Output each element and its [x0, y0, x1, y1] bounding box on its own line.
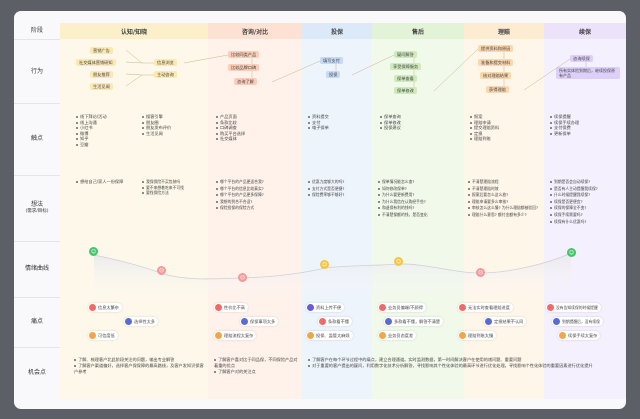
pain-point: 理赔流程太复杂 [214, 331, 257, 340]
action-node: 比较同类产品 [228, 51, 260, 58]
action-node: 社交媒体营销研知 [76, 59, 116, 66]
pain-point: 理赔到账太慢 [458, 331, 497, 340]
action-node: 朋友推荐 [90, 71, 113, 78]
action-node: 填写支付 [320, 57, 343, 64]
touchpoint-list: 续保提醒 续保手续办理 支付保费 更新保单 [550, 114, 579, 136]
action-node: 保单查看 [394, 75, 417, 82]
row-label-opportunity: 机会点 [27, 368, 46, 376]
pain-point: 保保事项太多 [240, 317, 279, 326]
user-avatar-icon [379, 304, 386, 311]
emotion-neutral-icon: ☺ [394, 257, 403, 266]
touchpoint-list: 资料提交 支付 电子保单 [308, 114, 329, 131]
action-node: 主动咨询 [154, 71, 177, 78]
action-flow-lines [125, 48, 587, 92]
user-avatar-icon [215, 332, 222, 339]
thought-list: 保单情况能怎么查? 如何修改保单? 为什么要更新费用? 为什么我信在认购经手些?… [378, 179, 428, 219]
user-avatar-icon [215, 304, 222, 311]
touchpoint-list: 报案 理赔申请 提交理赔资料 定损 理赔到账 [470, 114, 499, 142]
emotion-happy-icon: ☺ [89, 247, 98, 256]
action-node: 营销广告 [90, 47, 113, 54]
action-node: 咨询续保 [570, 55, 593, 62]
user-avatar-icon [379, 332, 386, 339]
pain-point: 多款看不懂，解答不清楚 [384, 317, 444, 326]
stage-header-2: 咨询/对比 [208, 23, 302, 39]
pain-point: 到期提醒后，没有续保 [552, 317, 603, 326]
pain-point: 信息太繁杂 [88, 303, 122, 312]
action-node: 投保 [326, 71, 341, 78]
user-avatar-icon [459, 332, 466, 339]
row-label-action: 行为 [30, 67, 43, 75]
user-avatar-icon [319, 318, 326, 325]
action-node: 比较品牌口碑 [228, 64, 260, 71]
pain-point: 投保、监管太麻烦 [306, 331, 353, 340]
action-node: 享受保障服务 [390, 63, 422, 70]
row-label-touchpoint: 触点 [30, 134, 43, 142]
pain-point: 续保手续太复杂 [558, 331, 601, 340]
touchpoint-list: 产品页面 条款比较 口碑调查 购买平台选择 社交媒体 [216, 114, 245, 142]
emotion-curve [93, 252, 572, 297]
user-avatar-icon [307, 304, 314, 311]
opportunity-text: 了解客户喜对比于同品保，不同保险产品对着重的优点 了解客户对的关注点 [214, 357, 298, 374]
thought-list: 优惠力度够大的吗? 支付方式是否便捷? 保险费率够不够好? [308, 179, 344, 199]
user-avatar-icon [385, 318, 392, 325]
pain-point: 定损结果不认同 [484, 317, 527, 326]
user-avatar-icon [553, 318, 560, 325]
touchpoint-list: 线下拜访/活动 线上沟通 小红书 微博 知乎 豆瓣 [76, 114, 107, 148]
thought-list: 到期是否会自动续保? 是否有人主动提醒我续保? 什么时候提醒我续保? 续保是否更… [550, 179, 598, 225]
stage-header-1: 认知/知晓 [60, 23, 208, 39]
opportunity-text: 了解、梳理客户北此阶段关注的问题，输出专业解答 了解客户渠道偏好，选择客户保保障… [74, 357, 204, 374]
journey-map-board: 阶段 行为 触点 想法 (需求/目标) 情绪曲线 痛点 机会点 认知/知晓 咨询… [14, 11, 626, 409]
stage-header-6: 续保 [544, 23, 626, 39]
action-node: 提供资料和原因 [478, 45, 514, 52]
stage-column-awareness [60, 39, 208, 399]
thought-list: 我保保险不买包装吗 要不来想着吃来不可找 要找保险方法 [142, 179, 184, 196]
pain-point: 性价比不高 [214, 303, 248, 312]
pain-point: 业务员偏端/不顾得 [378, 303, 426, 312]
action-node: 所有实体险到期后，继续投保原有产品 [556, 67, 620, 79]
user-avatar-icon [307, 332, 314, 339]
emotion-happy-icon: ☺ [567, 248, 576, 257]
user-avatar-icon [559, 332, 566, 339]
pain-point: 选择性太多 [124, 317, 158, 326]
action-node: 咨询了解 [234, 78, 257, 85]
action-node: 信息浏览 [154, 59, 177, 66]
user-avatar-icon [89, 304, 96, 311]
thought-list: 想给自己/家人一份保障 [76, 179, 123, 185]
emotion-neutral-icon: ☺ [320, 260, 329, 269]
user-avatar-icon [125, 318, 132, 325]
pain-point: 可信度低 [88, 331, 118, 340]
user-avatar-icon [547, 304, 554, 311]
stage-header-5: 理赔 [464, 23, 544, 39]
pain-point: 没有告知续保的时候提醒 [546, 303, 601, 312]
pain-point: 条款看不懂 [318, 317, 352, 326]
emotion-sad-icon: ☹ [238, 273, 247, 282]
action-node: 保单修改 [394, 87, 417, 94]
row-label-emotion: 情绪曲线 [24, 264, 49, 272]
stage-header-3: 投保 [302, 23, 372, 39]
opportunity-text: 了解客户在每个环节过程中的痛点，建立合理通道。实时监测数据，第一时间解决客户在使… [308, 357, 620, 369]
thought-list: 哪个平台的产品更适合我? 哪个平台的信息比较真实? 哪个平台的产品更多保障? 我… [216, 179, 264, 212]
pain-point: 无法实时查看理赔进度 [458, 303, 513, 312]
action-node: 核对理赔结果 [480, 72, 512, 79]
touchpoint-list: 保单查询 保单修改 投保建议 [380, 114, 401, 131]
row-label-pain: 痛点 [30, 317, 43, 325]
row-label-thought: 想法 (需求/目标) [25, 200, 49, 215]
action-node: 准备和提交材料 [478, 59, 514, 66]
user-avatar-icon [89, 332, 96, 339]
row-label-stage: 阶段 [30, 26, 43, 34]
action-node: 获得理赔 [486, 86, 509, 93]
user-avatar-icon [485, 318, 492, 325]
pain-point: 业务员态度差 [378, 331, 417, 340]
emotion-sad-icon: ☹ [157, 266, 166, 275]
thought-list: 不清楚理赔流程 不清楚理赔时效 报案后要怎么这么放? 理赔申请要多么审核? 审核… [468, 179, 538, 219]
user-avatar-icon [459, 304, 466, 311]
touchpoint-list: 搜客引擎 朋友圈 朋友发布评价 生活见闻 [142, 114, 171, 136]
action-node: 疑问解答 [394, 51, 417, 58]
emotion-sad-icon: ☹ [476, 268, 485, 277]
pain-point: 资料上传不便 [306, 303, 345, 312]
action-node: 生活见闻 [90, 83, 113, 90]
user-avatar-icon [241, 318, 248, 325]
stage-header-4: 售后 [372, 23, 464, 39]
